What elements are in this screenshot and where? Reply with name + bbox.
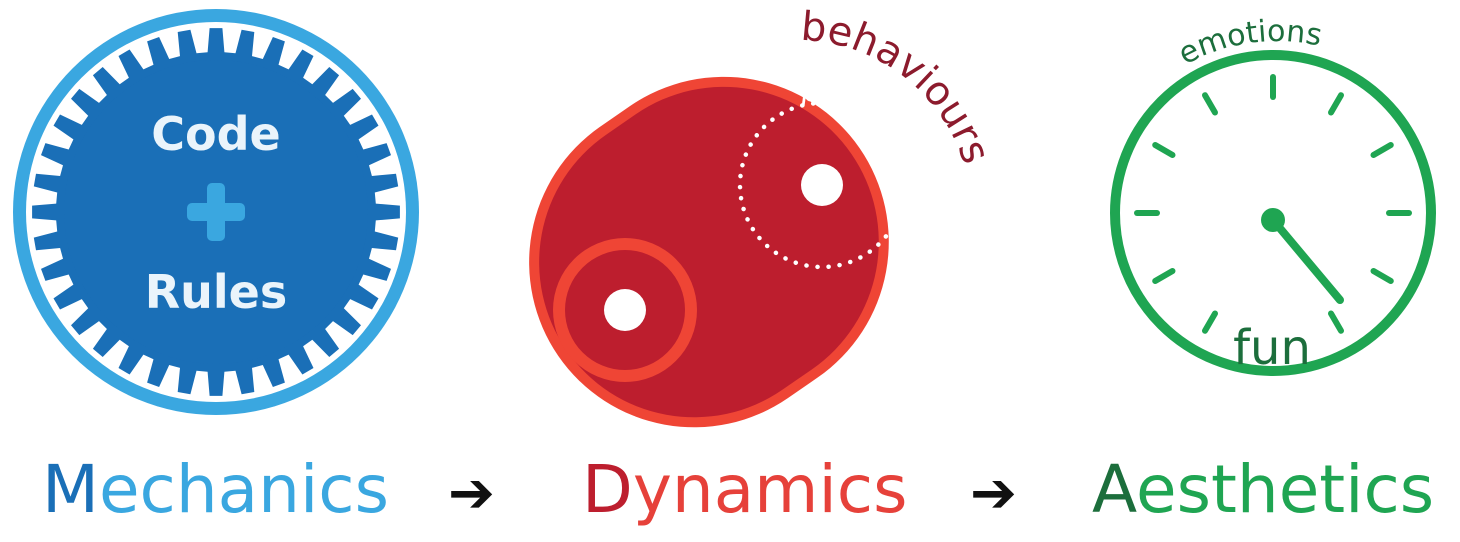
clock-tick: [1370, 268, 1394, 284]
clock-tick: [1152, 268, 1176, 284]
arrow-icon: ➔: [448, 461, 495, 526]
clock-tick: [1152, 142, 1176, 158]
clock-hub: [1261, 208, 1285, 232]
mechanics-caption: Mechanics: [42, 451, 389, 528]
large-pulley-dotted-ring: [737, 100, 907, 270]
arrow-icon: ➔: [970, 461, 1017, 526]
clock-tick: [1202, 92, 1218, 116]
mechanics-gear: Code Rules: [13, 9, 419, 415]
dynamics-belt: behaviours process: [529, 4, 999, 428]
clock-tick: [1370, 142, 1394, 158]
dynamics-caption: Dynamics: [582, 451, 907, 528]
fun-label: fun: [1233, 320, 1311, 376]
code-label: Code: [151, 107, 281, 161]
rules-label: Rules: [145, 265, 288, 319]
small-pulley-hole: [604, 289, 646, 331]
plus-icon: [187, 183, 245, 241]
aesthetics-clock: emotions fun: [1110, 14, 1436, 376]
clock-tick: [1328, 92, 1344, 116]
large-pulley-hole: [801, 164, 843, 206]
aesthetics-caption: Aesthetics: [1092, 451, 1434, 528]
clock-hand: [1269, 216, 1344, 304]
clock-ticks: [1134, 74, 1412, 334]
clock-tick: [1328, 310, 1344, 334]
clock-tick: [1202, 310, 1218, 334]
